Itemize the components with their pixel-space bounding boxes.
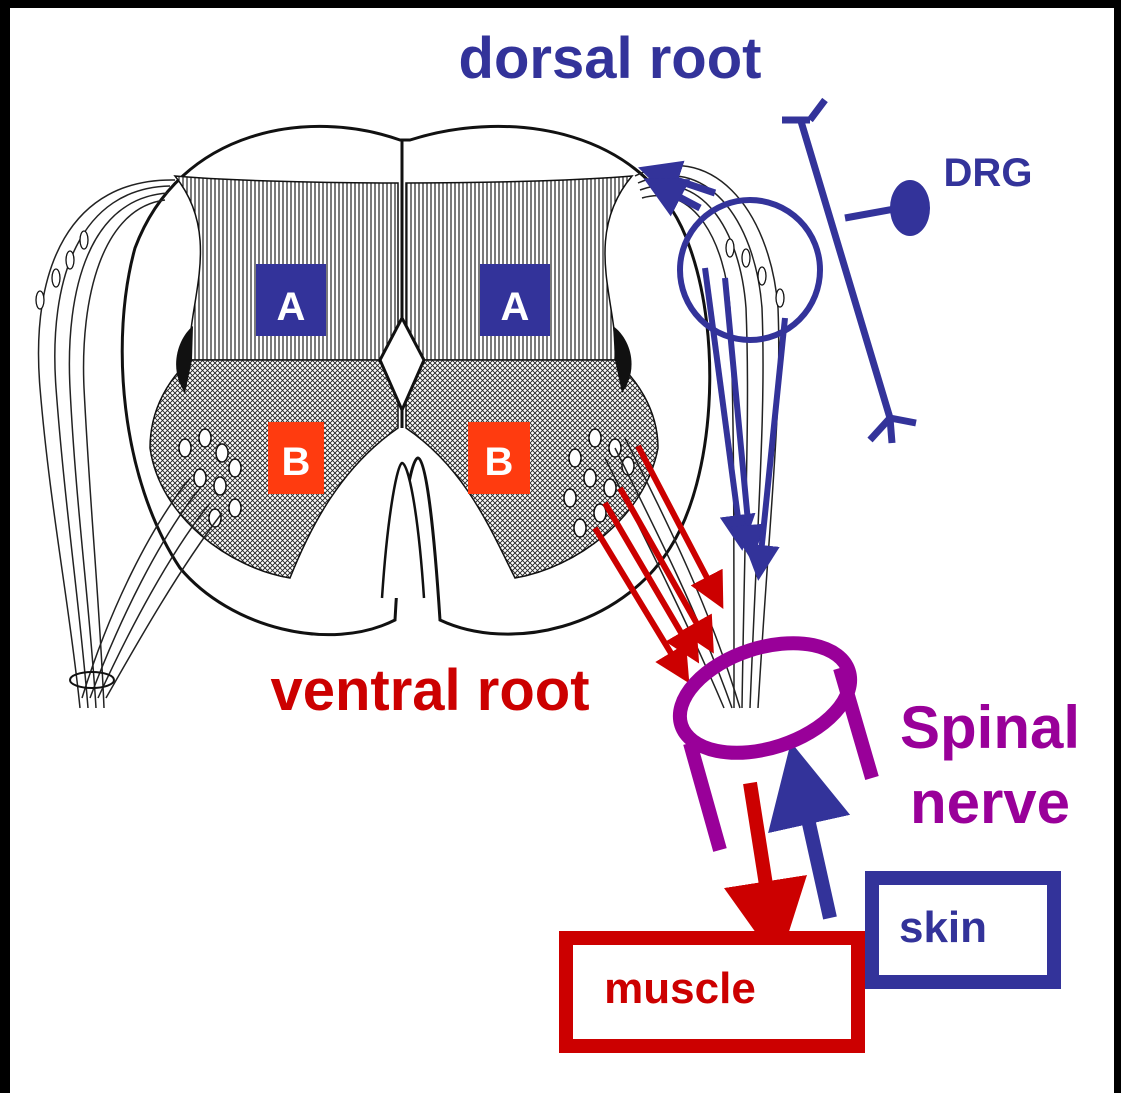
region-b-right-label: B — [468, 422, 530, 494]
drg-label: DRG — [944, 151, 1033, 195]
spinal-nerve-cylinder — [666, 623, 872, 850]
muscle-label: muscle — [604, 964, 756, 1013]
skin-label: skin — [899, 903, 987, 952]
dorsal-root-circle — [680, 200, 820, 340]
spinal-nerve-label-line2: nerve — [910, 769, 1070, 836]
drg-axon — [800, 118, 890, 418]
diagram-canvas: A A B B — [10, 8, 1114, 1093]
svg-text:B: B — [485, 440, 514, 484]
spinal-nerve-label-line1: Spinal — [900, 694, 1080, 761]
svg-text:A: A — [501, 285, 530, 329]
muscle-arrow-down — [750, 783, 772, 923]
dorsal-root-label: dorsal root — [459, 26, 762, 91]
skin-arrow-up — [800, 783, 830, 918]
drg-cell-body — [890, 180, 930, 236]
skin-box: skin — [872, 878, 1054, 982]
spinal-cord-diagram: A A B B — [10, 8, 1114, 1093]
region-a-right-label: A — [480, 264, 550, 336]
svg-text:A: A — [277, 285, 306, 329]
muscle-box: muscle — [566, 938, 858, 1046]
region-b-left-label: B — [268, 422, 324, 494]
svg-text:B: B — [282, 440, 311, 484]
region-a-left-label: A — [256, 264, 326, 336]
ventral-root-label: ventral root — [270, 658, 589, 723]
